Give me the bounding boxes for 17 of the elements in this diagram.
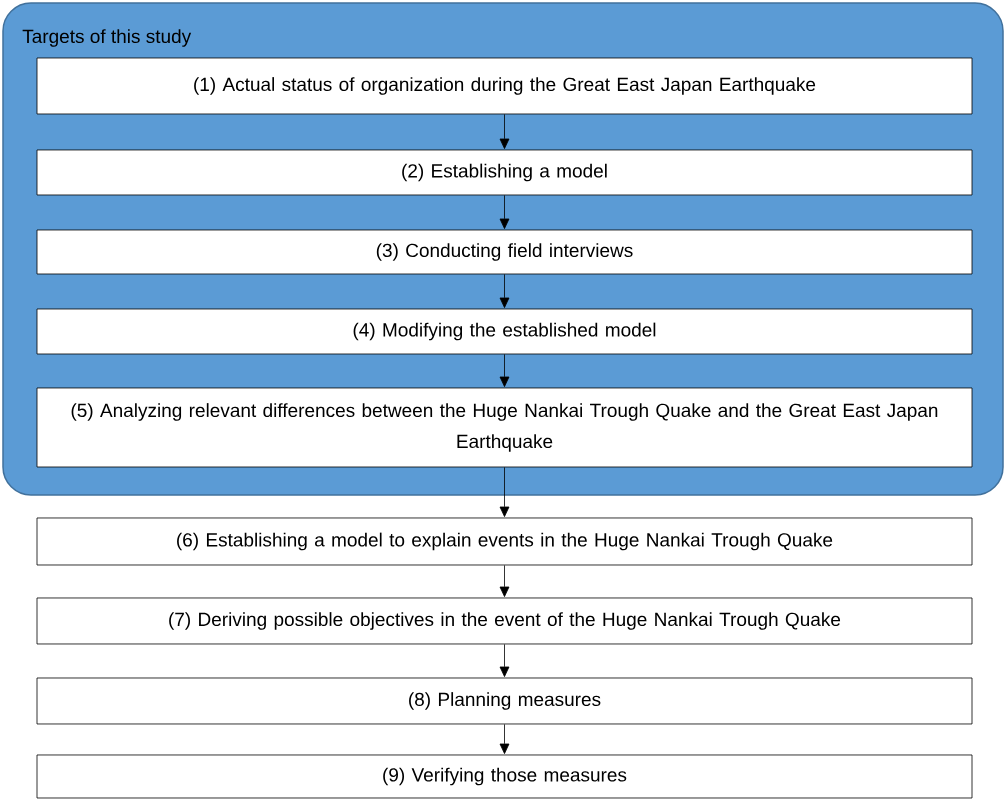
- process-box: (5) Analyzing relevant differences between the Huge Nankai Trough Quake and the Great East Japan Earthquake: [36, 387, 973, 468]
- arrow: [499, 565, 510, 597]
- arrow: [499, 724, 510, 754]
- arrow: [499, 354, 510, 387]
- process-box: (2) Establishing a model: [36, 149, 973, 196]
- arrow: [499, 113, 510, 149]
- process-box: (3) Conducting field interviews: [36, 229, 973, 275]
- arrow: [499, 644, 510, 677]
- process-box: (9) Verifying those measures: [36, 754, 973, 799]
- arrow: [499, 195, 510, 229]
- process-box: (7) Deriving possible objectives in the event of the Huge Nankai Trough Quake: [36, 597, 973, 645]
- arrow: [499, 274, 510, 308]
- process-box: (1) Actual status of organization during the Great East Japan Earthquake: [36, 57, 973, 115]
- arrow: [499, 467, 510, 517]
- process-box: (8) Planning measures: [36, 677, 973, 725]
- process-box: (4) Modifying the established model: [36, 308, 973, 355]
- process-box: (6) Establishing a model to explain events in the Huge Nankai Trough Quake: [36, 517, 973, 566]
